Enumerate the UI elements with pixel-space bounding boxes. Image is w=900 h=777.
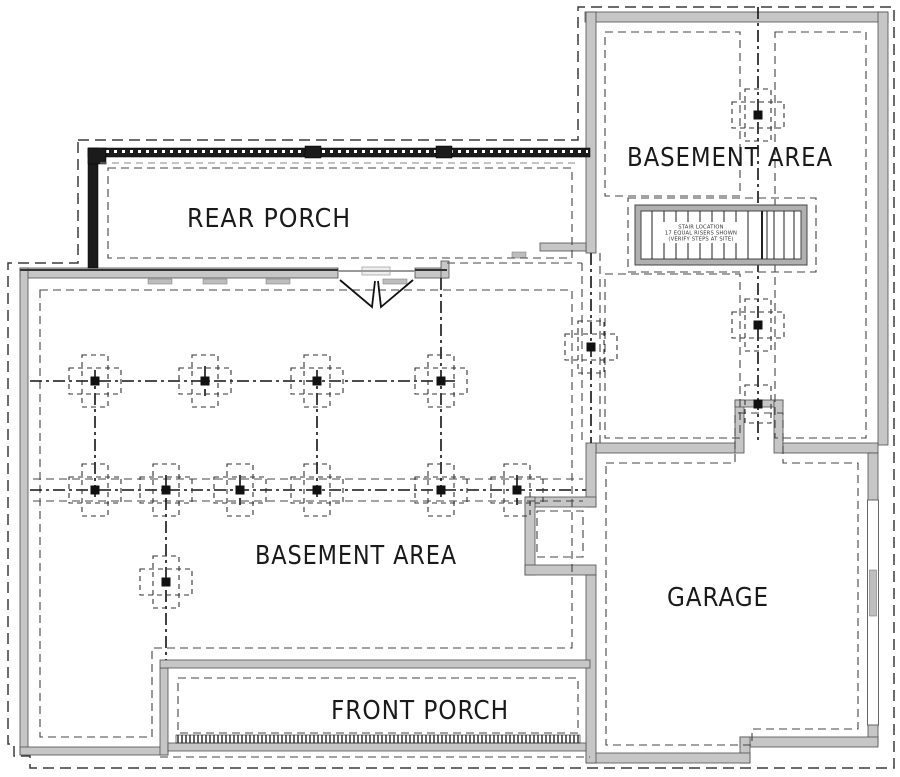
column-pad [178,354,232,408]
french-door-symbol-icon [338,270,415,309]
stair-note-line2: 17 EQUAL RISERS SHOWN [665,231,737,237]
rear-porch-deck-band [87,145,591,269]
column-pad [139,463,193,517]
basement-area-upper-label: BASEMENT AREA [627,143,833,173]
column-pad [213,463,267,517]
column-pad [68,354,122,408]
garage-label: GARAGE [667,583,769,613]
stair-note-line1: STAIR LOCATION [678,225,723,231]
column-pad [139,555,193,609]
column-pad [414,354,468,408]
column-pad [731,298,785,352]
rear-porch-left-wall [87,147,99,269]
porch-corner-post-icon [87,147,107,165]
staircase: STAIR LOCATION 17 EQUAL RISERS SHOWN (VE… [627,197,817,273]
column-pad [290,463,344,517]
outer-footing-line [7,6,895,769]
column-pad [744,384,772,424]
column-pad [490,463,544,517]
stair-treads [651,211,795,259]
porch-post-icon [304,145,322,159]
column-pad [731,88,785,142]
column-pad [564,320,618,374]
garage-wall-opening-icon [867,499,879,726]
column-pad [414,463,468,517]
rear-porch-label: REAR PORCH [187,204,351,234]
porch-post-icon [435,145,453,159]
front-porch-label: FRONT PORCH [331,696,509,726]
stair-note-backing [656,222,746,243]
front-porch-brick-ledge-hatch [175,734,581,744]
column-pad [290,354,344,408]
stair-note-line3: (VERIFY STEPS AT SITE) [668,237,733,243]
column-pad [68,463,122,517]
basement-area-main-label: BASEMENT AREA [255,541,457,571]
column-pads [68,88,785,609]
